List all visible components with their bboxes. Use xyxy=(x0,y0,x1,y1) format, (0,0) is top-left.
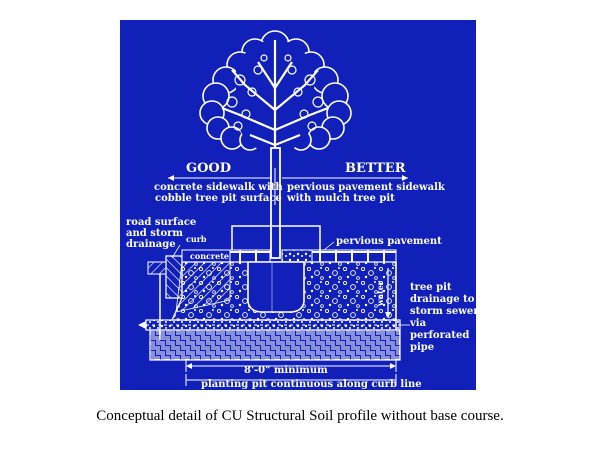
subgrade xyxy=(149,329,401,361)
road-edge xyxy=(147,261,167,275)
road-label-line1: road surface xyxy=(126,217,196,228)
tree xyxy=(199,30,352,259)
pipe-outlet-arrow xyxy=(138,321,146,329)
better-desc-line1: pervious pavement sidewalk xyxy=(287,182,446,193)
heading-good: GOOD xyxy=(186,161,231,176)
better-desc-line2: with mulch tree pit xyxy=(286,193,395,204)
soil-cross-section: concrete pervious pavement water xyxy=(138,225,442,361)
soil-wedge xyxy=(175,261,231,313)
tree-pit-frame xyxy=(231,225,321,250)
dimension-label: 8'-0" minimum xyxy=(244,365,328,376)
drain-label-line5: perforated xyxy=(410,330,469,341)
drain-label-line4: via xyxy=(409,318,427,329)
dimension-8ft xyxy=(185,360,397,372)
drain-label-line3: storm sewer xyxy=(410,306,479,317)
pervious-leader xyxy=(323,241,335,251)
tree-leaf-clusters xyxy=(226,54,324,131)
root-ball xyxy=(247,261,305,313)
concrete-label: concrete xyxy=(190,251,229,261)
road-label-line3: drainage xyxy=(126,239,176,250)
drain-label-line6: pipe xyxy=(410,342,434,353)
good-desc-line1: concrete sidewalk with xyxy=(154,182,283,193)
water-label: water xyxy=(375,280,385,307)
figure-caption: Conceptual detail of CU Structural Soil … xyxy=(96,408,504,424)
better-arrow-head xyxy=(402,175,408,181)
road-label-line2: and storm xyxy=(126,228,183,239)
curb-label: curb xyxy=(186,234,207,244)
tree-branches xyxy=(221,40,329,150)
good-arrow-head xyxy=(168,175,174,181)
heading-better: BETTER xyxy=(345,161,406,176)
mulch-surface xyxy=(281,249,313,263)
pervious-pavement-surface xyxy=(311,249,397,263)
drain-label-line2: drainage to xyxy=(410,294,475,305)
water-arrow-head xyxy=(385,312,391,318)
drain-label-line1: tree pit xyxy=(410,282,452,293)
dimension-pit xyxy=(185,374,397,386)
pit-label: planting pit continuous along curb line xyxy=(201,379,422,390)
pervious-label: pervious pavement xyxy=(336,236,442,247)
good-desc-line2: cobble tree pit surface xyxy=(155,193,282,204)
cobble-surface xyxy=(229,249,271,263)
